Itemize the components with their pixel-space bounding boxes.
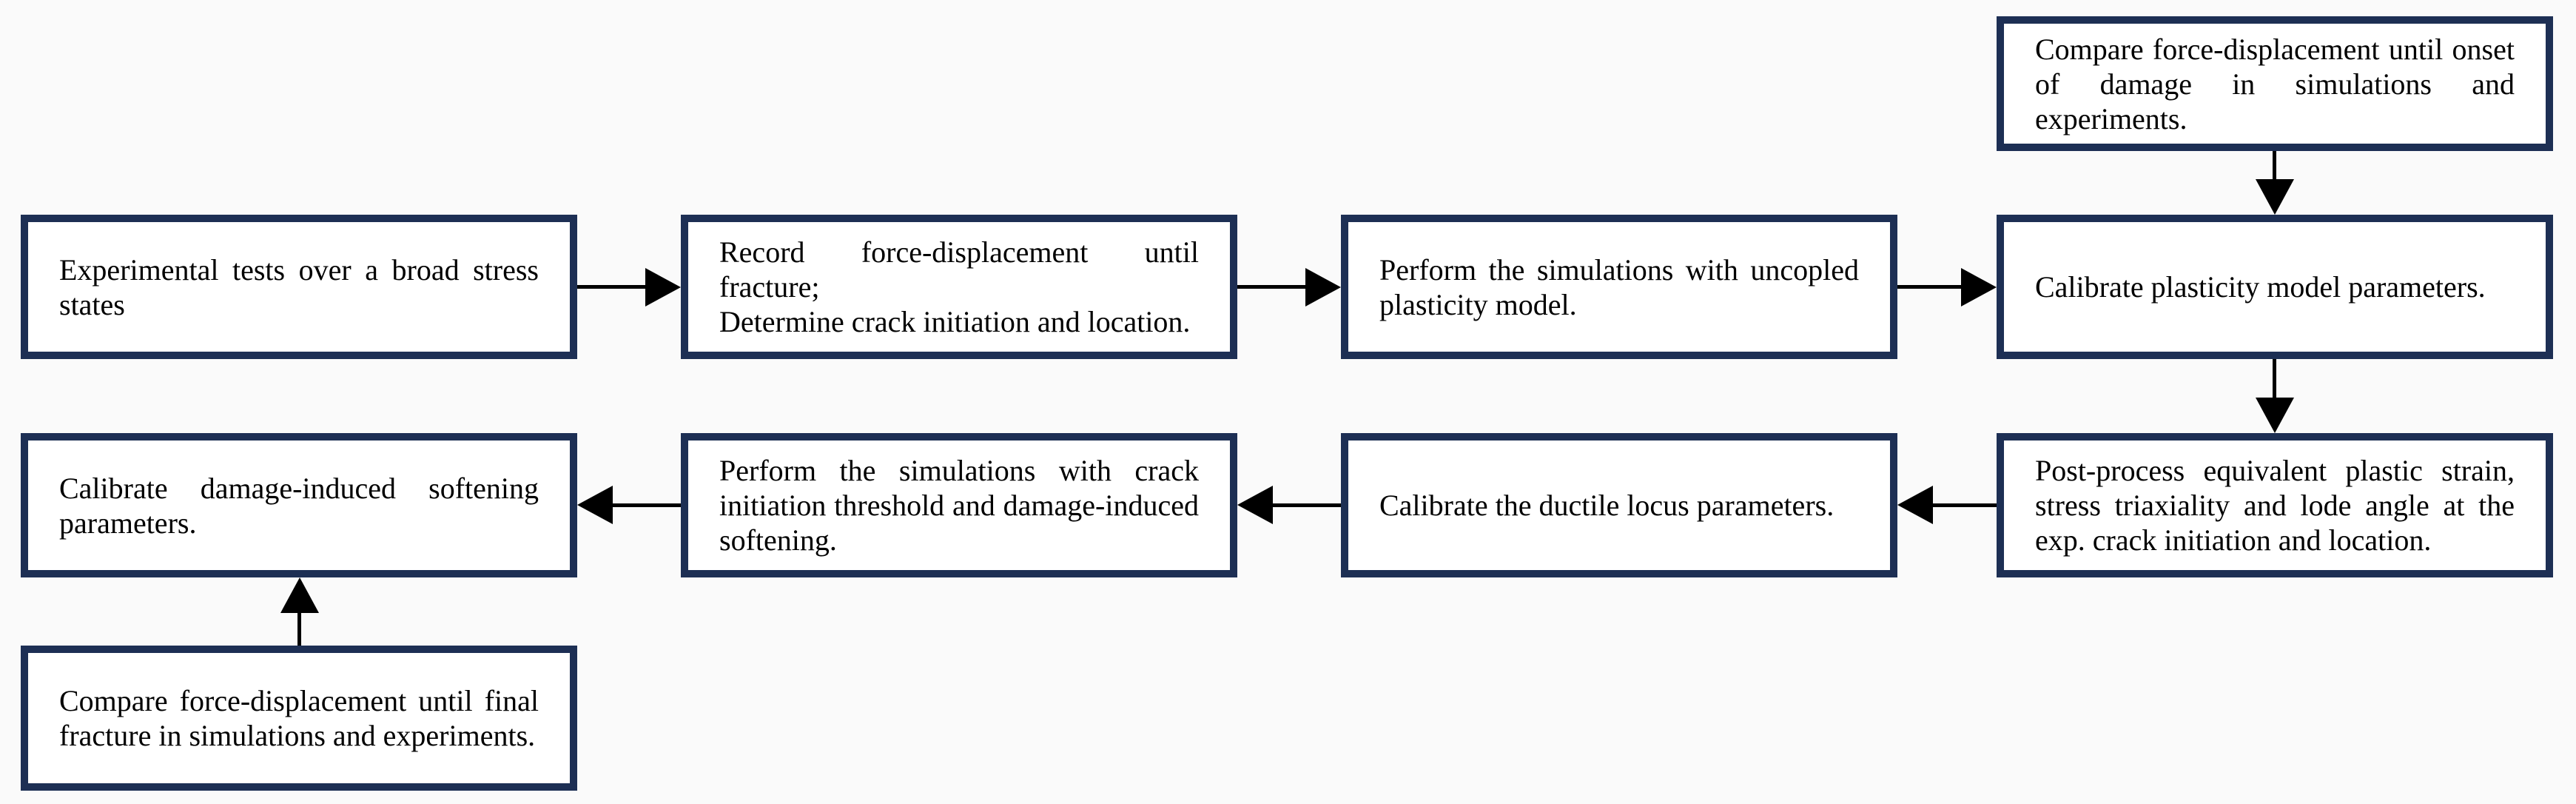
node-text: Perform the simulations with crack initi… — [719, 454, 1199, 557]
node-experimental-tests: Experimental tests over a broad stress s… — [21, 215, 577, 359]
node-text: Calibrate damage-induced softening param… — [59, 471, 539, 540]
node-compare-final-fracture: Compare force-displacement until final f… — [21, 646, 577, 791]
arrow-shaft — [1897, 285, 1961, 289]
node-text: Determine crack initiation and location. — [719, 305, 1191, 338]
arrow-head-up-icon — [280, 577, 319, 613]
node-post-process-strain: Post-process equivalent plastic strain, … — [1997, 433, 2553, 577]
arrow-shaft — [1931, 503, 1997, 507]
node-uncoupled-plasticity-simulations: Perform the simulations with uncopled pl… — [1341, 215, 1897, 359]
arrow-head-right-icon — [645, 268, 681, 306]
arrow-shaft — [2273, 151, 2276, 181]
arrow-head-down-icon — [2256, 179, 2294, 215]
node-coupled-damage-simulations: Perform the simulations with crack initi… — [681, 433, 1237, 577]
arrow-shaft — [2273, 359, 2276, 399]
arrow-head-left-icon — [1237, 486, 1273, 524]
arrow-shaft — [297, 612, 301, 646]
node-text: Record force-displacement until fracture… — [719, 235, 1199, 304]
node-calibrate-ductile-locus: Calibrate the ductile locus parameters. — [1341, 433, 1897, 577]
arrow-shaft — [611, 503, 681, 507]
node-calibrate-plasticity-parameters: Calibrate plasticity model parameters. — [1997, 215, 2553, 359]
node-text: Perform the simulations with uncopled pl… — [1379, 252, 1859, 321]
node-text: Compare force-displacement until final f… — [59, 684, 539, 752]
node-text: Calibrate the ductile locus parameters. — [1379, 489, 1835, 522]
node-text: Post-process equivalent plastic strain, … — [2035, 454, 2515, 557]
arrow-shaft — [1237, 285, 1305, 289]
node-compare-onset-of-damage: Compare force-displacement until onset o… — [1997, 16, 2553, 151]
arrow-head-right-icon — [1961, 268, 1997, 306]
node-text: Calibrate plasticity model parameters. — [2035, 270, 2486, 304]
arrow-head-right-icon — [1305, 268, 1341, 306]
node-text: Compare force-displacement until onset o… — [2035, 32, 2515, 135]
arrow-head-down-icon — [2256, 398, 2294, 433]
node-record-force-displacement: Record force-displacement until fracture… — [681, 215, 1237, 359]
node-text: Experimental tests over a broad stress s… — [59, 252, 539, 321]
arrow-head-left-icon — [1897, 486, 1933, 524]
arrow-shaft — [577, 285, 645, 289]
arrow-shaft — [1271, 503, 1341, 507]
arrow-head-left-icon — [577, 486, 613, 524]
node-calibrate-softening-parameters: Calibrate damage-induced softening param… — [21, 433, 577, 577]
